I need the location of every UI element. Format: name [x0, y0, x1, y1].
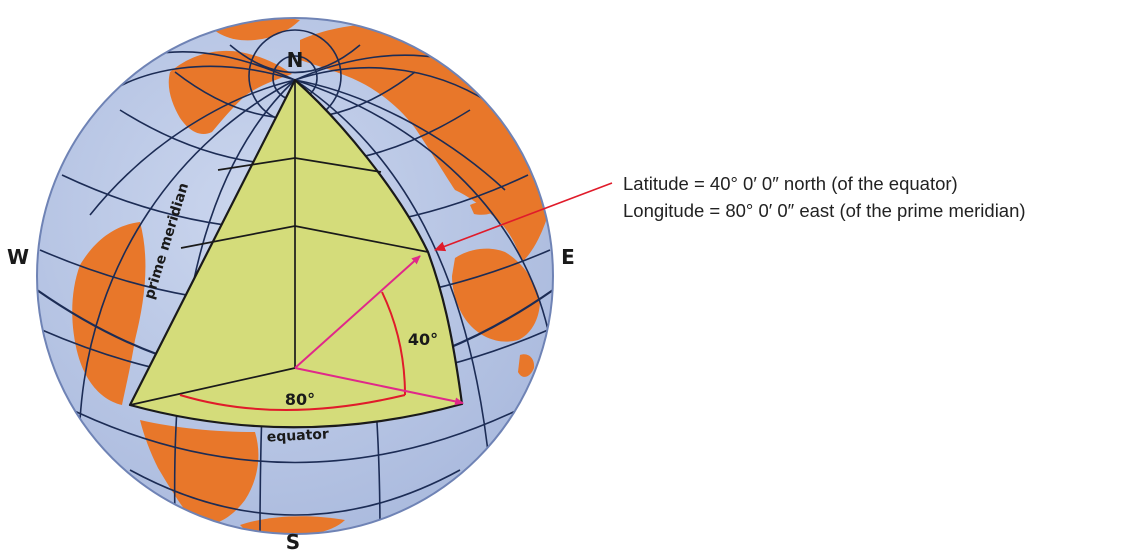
west-label: W [7, 245, 29, 269]
latitude-angle-label: 40° [408, 330, 438, 349]
meridian-line [294, 66, 501, 111]
north-label: N [287, 48, 304, 72]
longitude-caption: Longitude = 80° 0′ 0″ east (of the prime… [623, 200, 1026, 221]
parallel-line [61, 404, 529, 464]
meridian-line [294, 79, 549, 331]
meridian-line [294, 54, 441, 81]
latitude-caption: Latitude = 40° 0′ 0″ north (of the equat… [623, 173, 958, 194]
landmass-africa-north [72, 222, 146, 405]
landmass-new-zealand [518, 354, 535, 377]
longitude-angle-label: 80° [285, 390, 315, 409]
coordinate-caption: Latitude = 40° 0′ 0″ north (of the equat… [623, 170, 1026, 224]
radius-to-prime-meridian [129, 367, 296, 406]
caption-pointer-arrow [434, 182, 613, 252]
meridian-line [294, 79, 491, 471]
meridian-line [79, 79, 296, 421]
landmass-indonesia [470, 202, 500, 215]
meridian-line [89, 79, 296, 216]
meridian-line [294, 79, 506, 191]
south-label: S [286, 530, 300, 552]
wedge-parallel-line [217, 157, 382, 173]
center-to-location-arrow [294, 255, 421, 369]
equator-label: equator [266, 426, 329, 445]
parallel-line [129, 469, 461, 516]
lat-long-wedge [128, 78, 464, 429]
globe-outline [36, 17, 554, 535]
wedge-internal-lines [129, 80, 429, 406]
wedge-parallel-line [180, 225, 429, 253]
center-to-equator-arrow [294, 367, 464, 406]
longitude-arc [179, 394, 406, 411]
parallel-line [229, 44, 361, 74]
landmass-australia [452, 248, 540, 342]
latitude-arc [381, 291, 406, 396]
east-label: E [561, 245, 575, 269]
